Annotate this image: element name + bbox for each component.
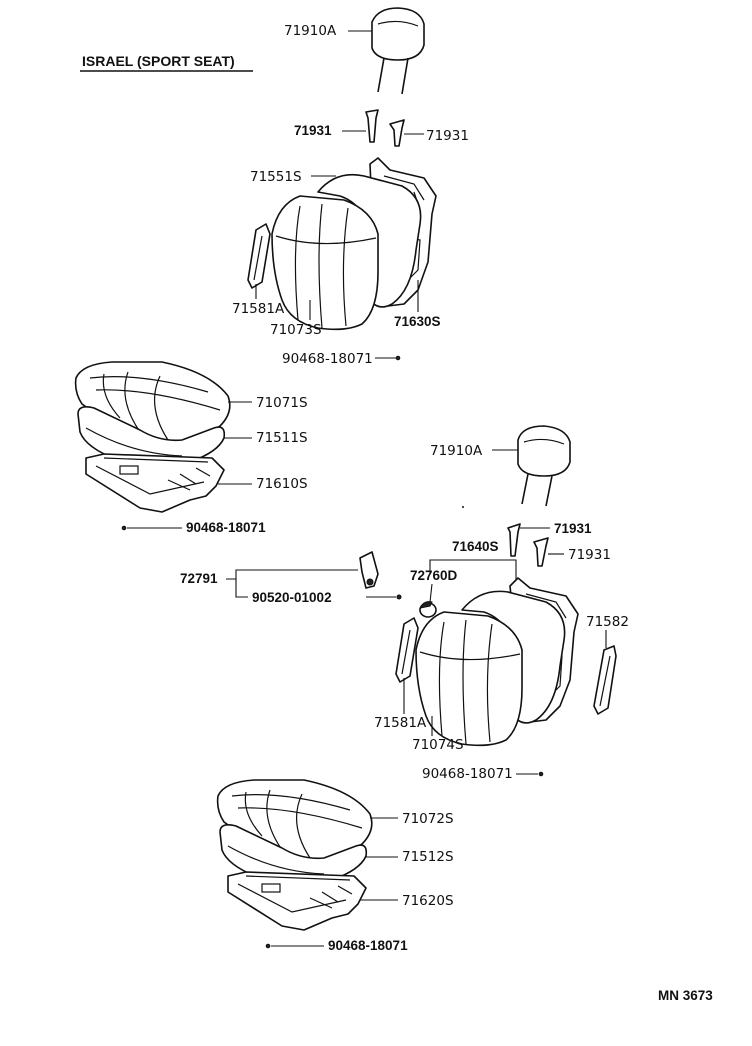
- clip-lower-marker: [538, 771, 544, 777]
- label-cushion-pad-upper: 71511S: [256, 430, 308, 446]
- catalog-reference: MN 3673: [658, 988, 713, 1003]
- label-cushion-cover-lower: 71072S: [402, 811, 454, 827]
- seat-cushion-frame-lower: [227, 871, 367, 931]
- seat-back-trim-upper: [247, 223, 271, 289]
- label-knob: 72760D: [410, 568, 458, 583]
- headrest-guide-upper-left: [365, 109, 379, 143]
- label-cushion-frame-upper: 71610S: [256, 476, 308, 492]
- label-back-trim-lower-right: 71582: [586, 614, 629, 630]
- seat-cushion-cover-upper: [74, 361, 231, 449]
- label-back-pad-upper: 71551S: [250, 169, 302, 185]
- label-cushion-frame-lower: 71620S: [402, 893, 454, 909]
- label-back-cover-upper: 71073S: [270, 322, 322, 338]
- headrest-upper: [371, 7, 425, 95]
- label-back-cover-lower: 71074S: [412, 737, 464, 753]
- headrest-guide-lower-b: [533, 537, 549, 567]
- clip-cushion-upper-marker: [121, 525, 127, 531]
- seat-back-trim-lower-right: [593, 645, 617, 715]
- headrest-guide-upper-right: [389, 119, 405, 147]
- headrest-guide-lower-a: [507, 523, 521, 557]
- label-back-trim-upper: 71581A: [232, 301, 285, 317]
- label-cushion-pad-lower: 71512S: [402, 849, 454, 865]
- clip-upper-marker: [395, 355, 401, 361]
- label-cushion-cover-upper: 71071S: [256, 395, 308, 411]
- label-clip-cushion-upper: 90468-18071: [186, 520, 266, 535]
- seat-back-cover-upper: [271, 195, 379, 331]
- label-lever-set: 72791: [180, 571, 218, 586]
- screw-marker: [396, 594, 402, 600]
- label-guide-upper-right: 71931: [426, 128, 469, 144]
- seat-cushion-cover-lower: [216, 779, 373, 867]
- label-clip-upper: 90468-18071: [282, 351, 373, 367]
- recliner-knob: [419, 601, 437, 618]
- label-headrest-lower: 71910A: [430, 443, 483, 459]
- label-back-assy-lower: 71640S: [452, 539, 499, 554]
- label-guide-lower-b: 71931: [568, 547, 611, 563]
- label-screw: 90520-01002: [252, 590, 332, 605]
- diagram-title: ISRAEL (SPORT SEAT): [82, 53, 235, 69]
- speck: [462, 506, 464, 508]
- recliner-lever: [359, 551, 379, 589]
- label-clip-lower: 90468-18071: [422, 766, 513, 782]
- label-back-trim-lower-left: 71581A: [374, 715, 427, 731]
- label-back-frame-upper: 71630S: [394, 314, 441, 329]
- headrest-lower: [517, 425, 571, 507]
- seat-back-trim-lower-left: [395, 617, 419, 683]
- label-guide-lower-a: 71931: [554, 521, 592, 536]
- seat-back-cover-lower: [415, 611, 523, 747]
- label-clip-cushion-lower: 90468-18071: [328, 938, 408, 953]
- seat-cushion-frame-upper: [85, 453, 225, 513]
- label-guide-upper-left: 71931: [294, 123, 332, 138]
- clip-cushion-lower-marker: [265, 943, 271, 949]
- label-headrest-upper: 71910A: [284, 23, 337, 39]
